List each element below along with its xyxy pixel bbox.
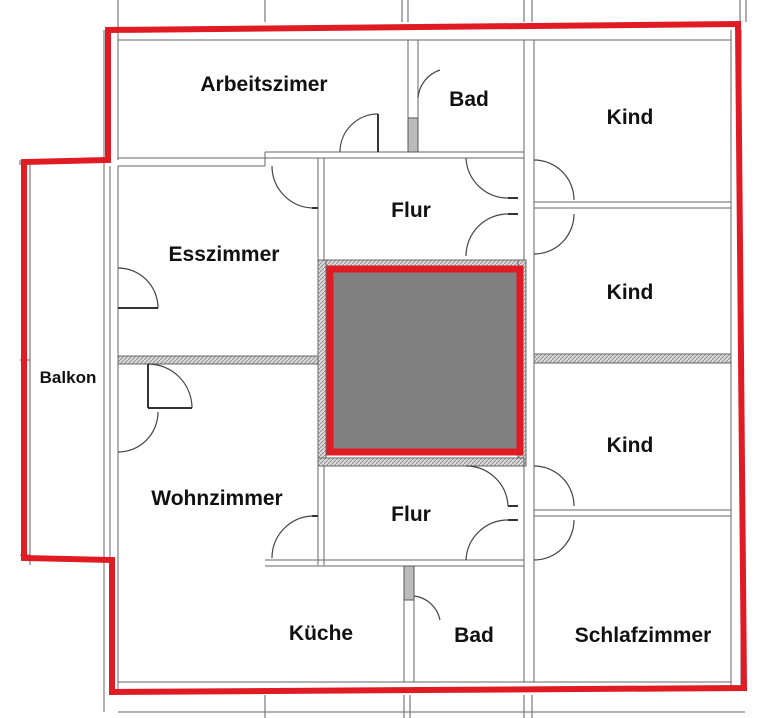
apartment-outline <box>21 20 748 696</box>
label-kind-2: Kind <box>607 281 654 304</box>
door-flur-bottom-lower <box>465 519 509 561</box>
label-bad-top: Bad <box>449 88 489 111</box>
door-flur-bottom-upper <box>465 465 509 507</box>
door-bad-top <box>417 69 441 99</box>
label-flur-bottom: Flur <box>391 503 431 526</box>
label-esszimmer: Esszimmer <box>169 243 280 266</box>
door-wohnzimmer-flur <box>271 515 313 559</box>
room-labels: Arbeitszimer Bad Kind Flur Esszimmer Kin… <box>40 73 712 647</box>
door-kind-3 <box>533 465 575 507</box>
doors <box>117 69 575 621</box>
label-kind-1: Kind <box>607 106 654 129</box>
door-arbeitszimmer <box>339 113 379 153</box>
door-schlafzimmer <box>533 519 575 561</box>
label-flur-top: Flur <box>391 199 431 222</box>
label-arbeitszimmer: Arbeitszimer <box>200 73 327 96</box>
door-bad-bottom <box>413 595 441 621</box>
door-esszimmer-balkon <box>117 267 159 309</box>
stairwell-core <box>326 265 524 456</box>
label-bad-bottom: Bad <box>454 624 494 647</box>
door-wohnzimmer-upper <box>147 363 193 409</box>
label-schlafzimmer: Schlafzimmer <box>575 624 712 647</box>
door-kind-2 <box>533 213 575 255</box>
door-kind-1 <box>533 159 575 201</box>
door-esszimmer-top <box>271 165 313 209</box>
label-balkon: Balkon <box>40 368 97 387</box>
door-flur-top-lower <box>465 213 509 257</box>
label-kind-3: Kind <box>607 434 654 457</box>
door-flur-top-upper <box>465 157 509 199</box>
label-kueche: Küche <box>289 622 353 645</box>
door-wohnzimmer-balkon <box>117 411 159 453</box>
label-wohnzimmer: Wohnzimmer <box>151 487 282 510</box>
